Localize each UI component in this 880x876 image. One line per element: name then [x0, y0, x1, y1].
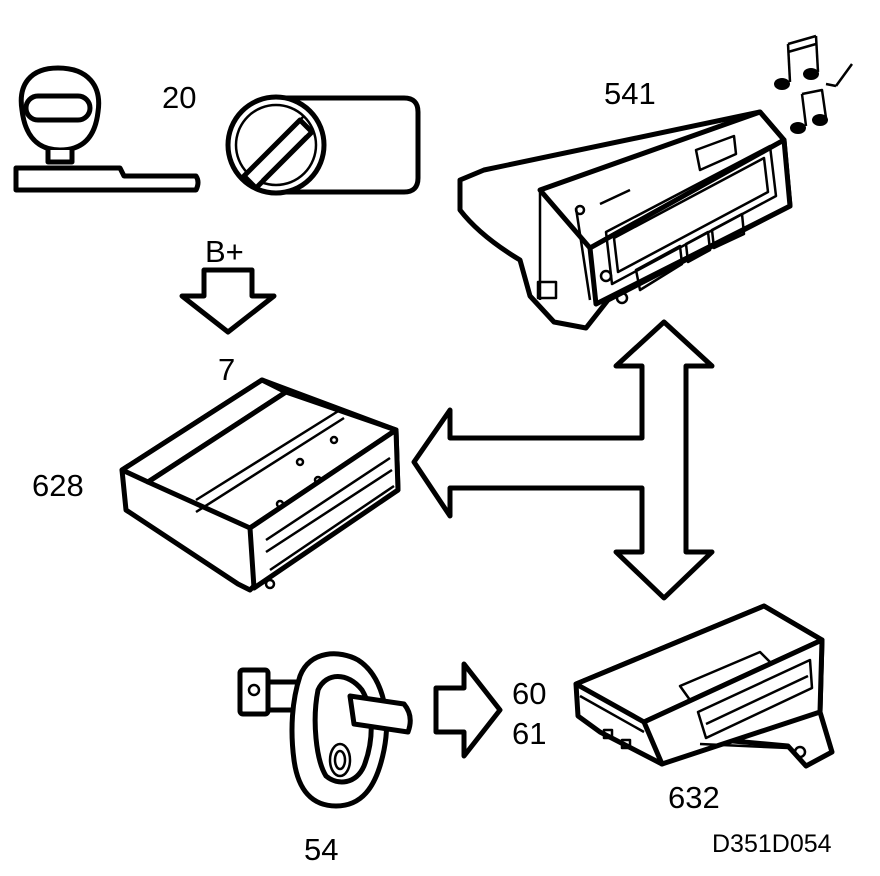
label-ignition-switch: 20 [162, 80, 196, 115]
door-contact-switch [237, 651, 413, 809]
label-fuse: 7 [218, 352, 235, 387]
car-key-icon [13, 65, 201, 193]
label-amplifier: 628 [32, 468, 84, 503]
radio-unit [457, 109, 793, 331]
down-arrow-icon [179, 267, 277, 335]
label-radio: 541 [604, 76, 656, 111]
label-door-switch-a: 60 [512, 676, 546, 711]
control-module-unit [573, 603, 835, 769]
connection-arrow [411, 319, 715, 601]
label-door-contact: 54 [304, 832, 338, 867]
music-notes-icon [774, 34, 854, 134]
amplifier-unit [119, 377, 401, 593]
right-arrow-icon [433, 661, 503, 759]
label-control-module: 632 [668, 780, 720, 815]
label-battery-feed: B+ [205, 234, 244, 269]
label-door-switch-b: 61 [512, 716, 546, 751]
ignition-lock-icon [225, 94, 421, 196]
figure-code: D351D054 [712, 830, 832, 858]
